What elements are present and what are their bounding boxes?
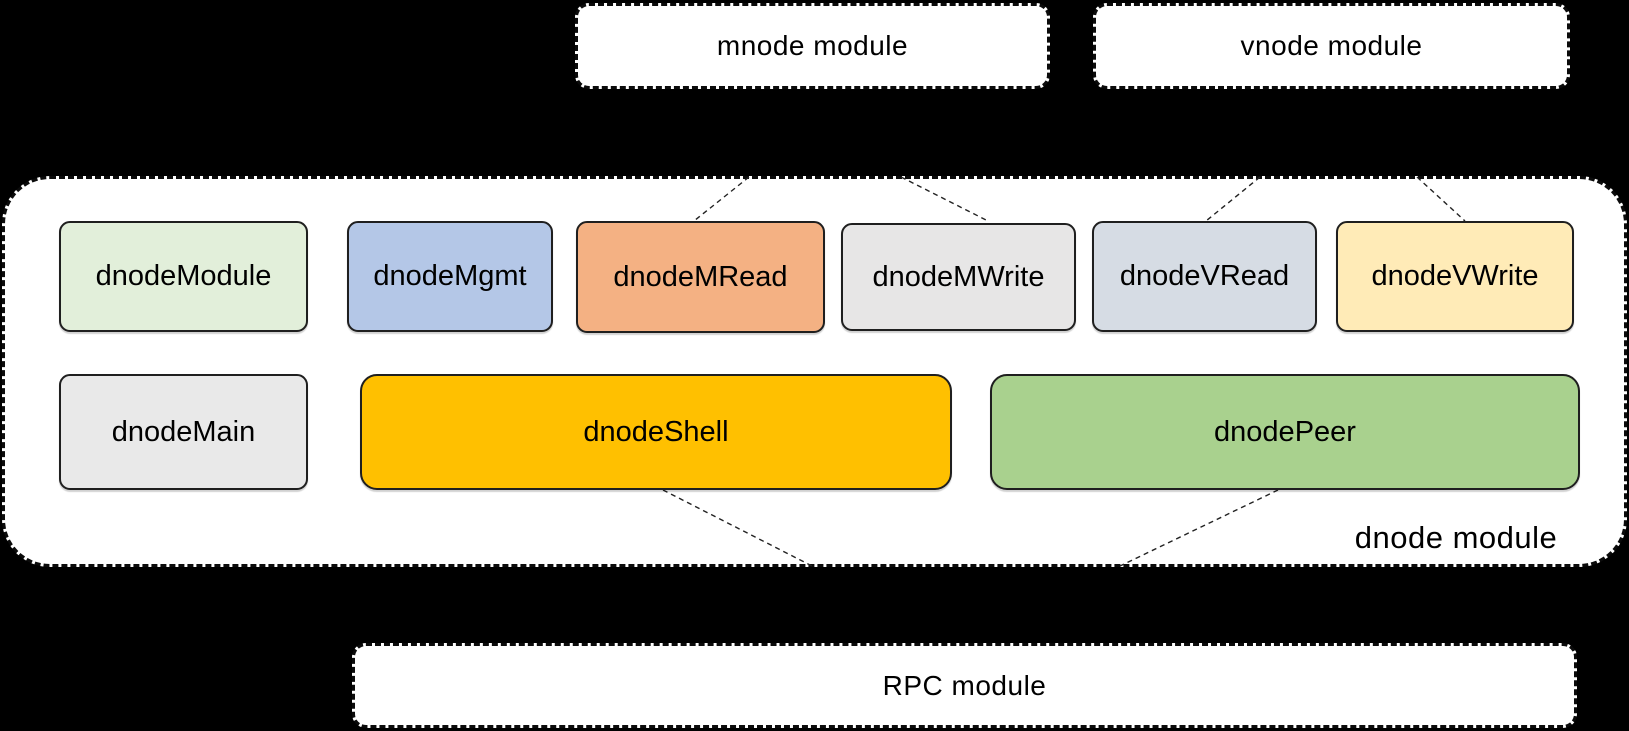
component-dnodeMWrite-label: dnodeMWrite [872,260,1045,293]
dnode-module-label: dnode module [1354,520,1558,555]
component-dnodeVRead: dnodeVRead [1092,221,1317,332]
component-dnodeMain: dnodeMain [59,374,308,490]
component-dnodeModule: dnodeModule [59,221,308,332]
component-dnodeVWrite-label: dnodeVWrite [1371,260,1539,292]
component-dnodeMgmt-label: dnodeMgmt [373,260,527,292]
component-dnodeMRead: dnodeMRead [576,221,825,333]
component-dnodeMgmt: dnodeMgmt [347,221,553,332]
mnode-module-label: mnode module [716,30,909,61]
mnode-module-box: mnode module [575,3,1050,89]
component-dnodePeer: dnodePeer [990,374,1580,490]
rpc-module-label: RPC module [882,669,1047,701]
component-dnodeShell-label: dnodeShell [583,415,729,448]
component-dnodeShell: dnodeShell [360,374,952,490]
vnode-module-box: vnode module [1093,3,1570,89]
component-dnodeMain-label: dnodeMain [111,415,256,448]
component-dnodePeer-label: dnodePeer [1214,415,1356,448]
component-dnodeVWrite: dnodeVWrite [1336,221,1574,332]
component-dnodeMWrite: dnodeMWrite [841,223,1076,331]
vnode-module-label: vnode module [1240,30,1423,61]
component-dnodeVRead-label: dnodeVRead [1119,260,1290,292]
component-dnodeModule-label: dnodeModule [95,260,272,292]
component-dnodeMRead-label: dnodeMRead [613,260,788,293]
rpc-module-box: RPC module [352,643,1577,728]
